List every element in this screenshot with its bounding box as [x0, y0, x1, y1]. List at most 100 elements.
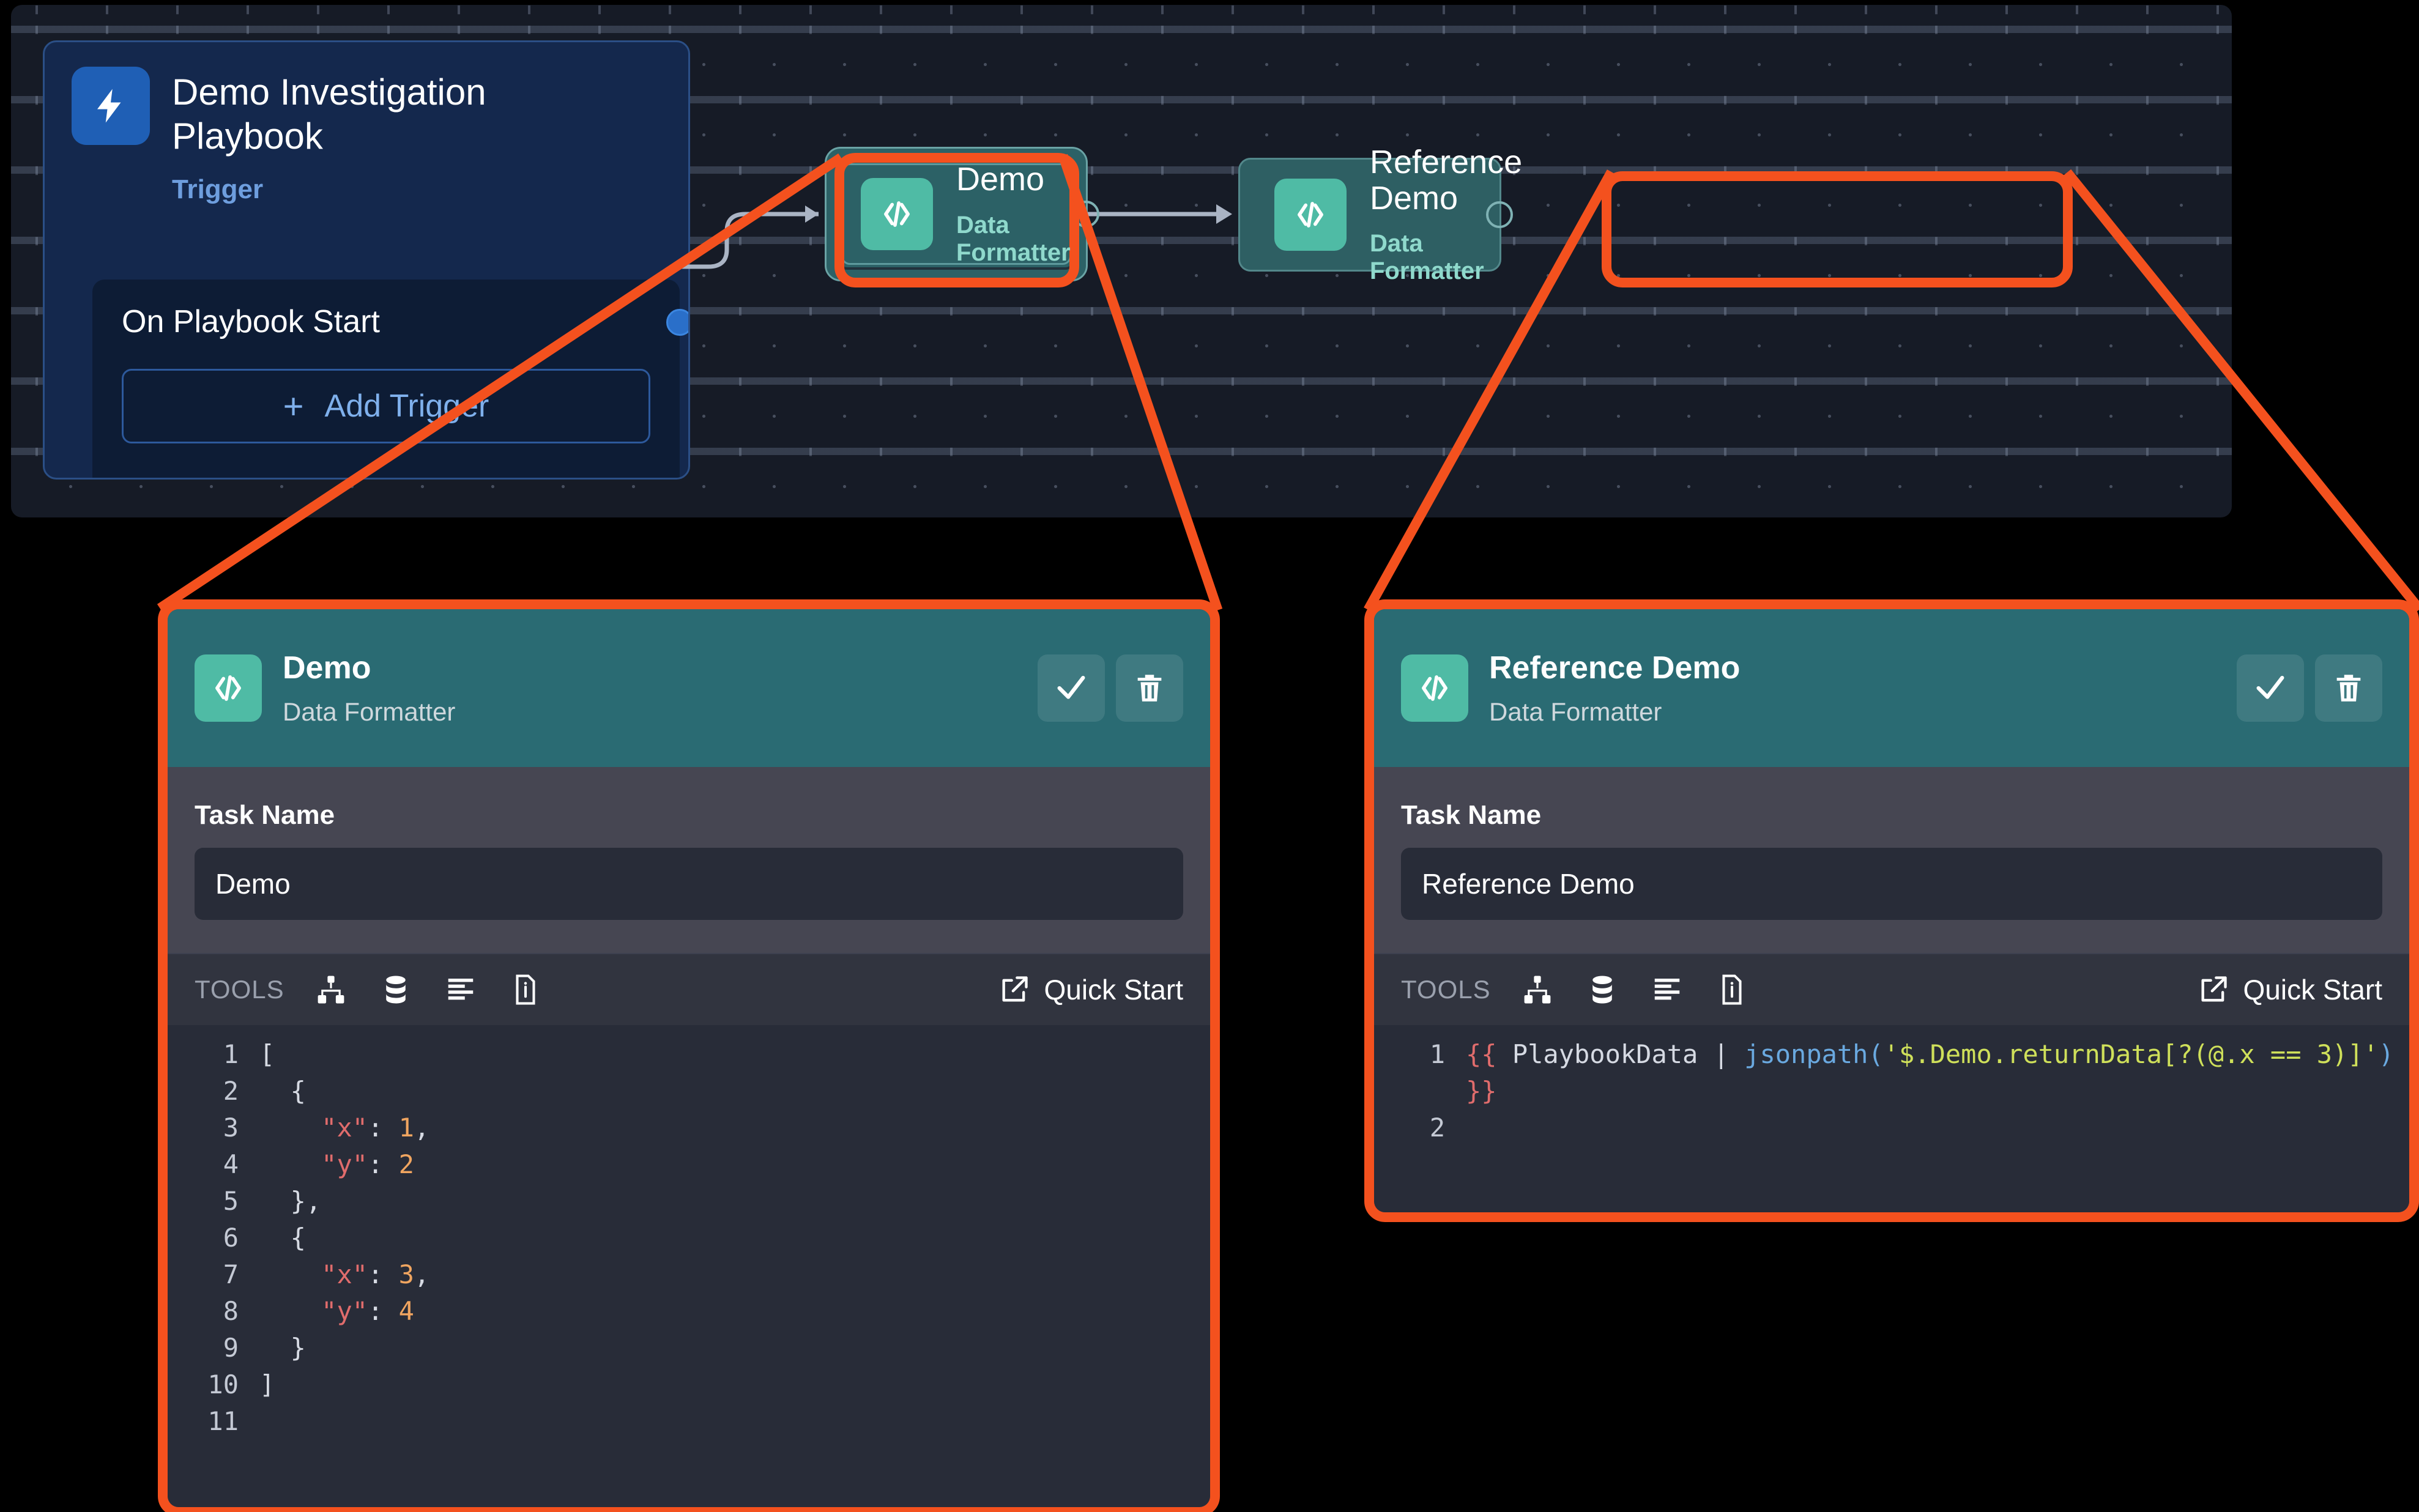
line-number: 6 [223, 1223, 239, 1253]
add-trigger-label: Add Trigger [324, 388, 489, 424]
canvas-node-title: Demo [956, 161, 1045, 198]
line-number: 2 [1429, 1113, 1445, 1143]
task-name-label: Task Name [195, 800, 335, 830]
code-text: "y": 4 [321, 1296, 414, 1326]
tools-label: TOOLS [195, 975, 284, 1004]
trash-icon [1137, 675, 1162, 702]
info-document-icon[interactable] [1714, 971, 1750, 1008]
align-left-icon[interactable] [1649, 971, 1685, 1008]
canvas-node-demo[interactable]: Demo Data Formatter [825, 147, 1099, 281]
code-line: 3 "x": 1, [168, 1110, 1210, 1146]
database-icon[interactable] [1584, 971, 1621, 1008]
code-line: 8 "y": 4 [168, 1293, 1210, 1330]
panel-header: Demo Data Formatter [168, 609, 1210, 767]
code-text: } [259, 1333, 306, 1363]
sitemap-icon[interactable] [1519, 971, 1556, 1008]
tools-label: TOOLS [1401, 975, 1491, 1004]
info-document-icon[interactable] [507, 971, 544, 1008]
line-number: 10 [207, 1369, 239, 1399]
panel-subtitle: Data Formatter [283, 697, 456, 726]
task-detail-panel-reference-demo[interactable]: Reference Demo Data Formatter Task Name … [1364, 599, 2419, 1222]
line-number: 8 [223, 1296, 239, 1326]
database-icon[interactable] [377, 971, 414, 1008]
quick-start-button[interactable]: Quick Start [2198, 973, 2382, 1006]
line-number: 9 [223, 1333, 239, 1363]
confirm-button[interactable] [2237, 654, 2304, 722]
code-text: "y": 2 [321, 1149, 414, 1179]
check-icon [2256, 675, 2284, 699]
code-editor-reference-demo[interactable]: 1 {{ PlaybookData | jsonpath('$.Demo.retu… [1374, 1025, 2409, 1212]
code-line: 9 } [168, 1330, 1210, 1366]
canvas-node-reference-demo[interactable]: Reference Demo Data Formatter [1238, 144, 1522, 284]
panel-header: Reference Demo Data Formatter [1374, 609, 2409, 767]
code-line: 4 "y": 2 [168, 1146, 1210, 1183]
line-number: 11 [207, 1406, 239, 1436]
line-number: 2 [223, 1076, 239, 1106]
line-number: 4 [223, 1149, 239, 1179]
code-line: 5 }, [168, 1183, 1210, 1220]
code-text: "x": 1, [321, 1113, 430, 1143]
task-name-label: Task Name [1401, 800, 1542, 830]
plus-icon: + [283, 386, 304, 426]
on-playbook-start-row: On Playbook Start [92, 280, 688, 364]
external-link-icon [1002, 976, 1028, 1002]
code-text: {{ PlaybookData | jsonpath('$.Demo.retur… [1466, 1039, 2395, 1106]
code-text: { [259, 1223, 306, 1253]
editor-toolbar: TOOLS Quick Start [1374, 953, 2409, 1025]
trash-icon [2336, 675, 2361, 702]
line-number: 1 [223, 1039, 239, 1069]
panel-body: Task Name Reference Demo [1374, 767, 2409, 920]
add-trigger-button[interactable]: + Add Trigger [122, 369, 650, 443]
code-text: ] [259, 1369, 275, 1399]
code-line: 11 [168, 1403, 1210, 1440]
panel-title: Reference Demo [1489, 650, 1741, 686]
code-icon [1401, 654, 1468, 722]
code-line: 7 "x": 3, [168, 1256, 1210, 1293]
code-icon [861, 178, 933, 250]
code-icon [1274, 179, 1347, 251]
code-line: 6 { [168, 1220, 1210, 1256]
align-left-icon[interactable] [442, 971, 479, 1008]
delete-button[interactable] [1116, 654, 1183, 722]
code-text: }, [259, 1186, 322, 1216]
panel-header-actions [1038, 654, 1183, 722]
on-playbook-start-label: On Playbook Start [122, 304, 380, 339]
panel-header-actions [2237, 654, 2382, 722]
external-link-icon [2201, 976, 2228, 1002]
on-playbook-start-block[interactable]: On Playbook Start + Add Trigger [92, 280, 688, 478]
code-line: 1[ [168, 1036, 1210, 1073]
trigger-card[interactable]: Demo Investigation Playbook Trigger On P… [43, 40, 690, 480]
code-line: 10] [168, 1366, 1210, 1403]
editor-toolbar: TOOLS Quick Start [168, 953, 1210, 1025]
quick-start-label: Quick Start [1044, 974, 1183, 1006]
code-icon [195, 654, 262, 722]
trigger-card-header: Demo Investigation Playbook Trigger [45, 42, 688, 205]
playbook-canvas[interactable]: Demo Investigation Playbook Trigger On P… [11, 5, 2232, 517]
sitemap-icon[interactable] [313, 971, 349, 1008]
canvas-node-subtitle: Data Formatter [956, 211, 1071, 266]
quick-start-button[interactable]: Quick Start [998, 973, 1183, 1006]
bolt-icon [72, 67, 150, 145]
canvas-node-subtitle: Data Formatter [1370, 230, 1484, 285]
line-number: 7 [223, 1259, 239, 1289]
line-number: 3 [223, 1113, 239, 1143]
task-detail-panel-demo[interactable]: Demo Data Formatter Task Name Demo TOOLS [158, 599, 1220, 1512]
canvas-node-title: Reference Demo [1370, 143, 1523, 217]
code-line: 2 { [168, 1073, 1210, 1110]
task-name-input[interactable]: Reference Demo [1401, 848, 2382, 920]
delete-button[interactable] [2315, 654, 2382, 722]
trigger-output-port[interactable] [666, 309, 688, 336]
code-line: 2 [1374, 1110, 2409, 1146]
line-number: 1 [1429, 1039, 1445, 1069]
panel-subtitle: Data Formatter [1489, 697, 1662, 726]
quick-start-label: Quick Start [2243, 974, 2382, 1006]
code-text: [ [259, 1039, 275, 1069]
code-text: "x": 3, [321, 1259, 430, 1289]
trigger-title: Demo Investigation Playbook [172, 72, 486, 157]
task-name-input[interactable]: Demo [195, 848, 1183, 920]
trigger-subtitle: Trigger [172, 174, 264, 204]
panel-title: Demo [283, 650, 371, 686]
confirm-button[interactable] [1038, 654, 1105, 722]
